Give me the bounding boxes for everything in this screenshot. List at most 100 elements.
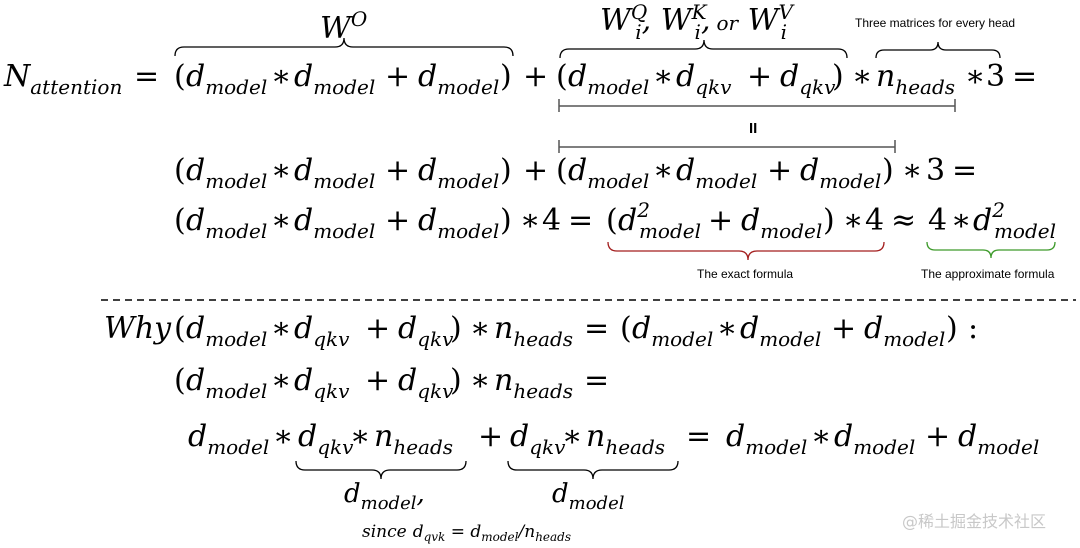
svg-text:∗: ∗ [271,203,291,238]
svg-text:+: + [831,311,856,346]
svg-text:dmodel: dmodel [418,203,499,243]
svg-text:dmodel: dmodel [418,153,499,193]
svg-text:dmodel: dmodel [632,311,713,351]
svg-text:=: = [568,203,593,238]
svg-text:Nattention: Nattention [3,59,122,99]
svg-text:∗: ∗ [852,59,872,94]
svg-text:dmodel: dmodel [186,311,267,351]
equation-row-6: dmodel ∗ dqkv ∗ nheads + dqkv ∗ nheads =… [188,419,1039,459]
svg-text:dmodel: dmodel [568,59,649,99]
svg-text:dmodel: dmodel [186,363,267,403]
svg-text:=: = [686,419,711,454]
svg-text:+: + [747,59,772,94]
svg-text:+: + [385,203,410,238]
svg-text:∗: ∗ [965,59,985,94]
svg-text:+: + [708,203,733,238]
svg-text:=: = [1012,59,1037,94]
right-underbrace [507,460,679,480]
svg-text:dqkv: dqkv [398,363,454,403]
svg-text:): ) [450,363,462,398]
svg-text:nheads: nheads [374,419,453,459]
svg-text:∗: ∗ [271,311,291,346]
svg-text:dmodel: dmodel [676,153,757,193]
svg-text:∗: ∗ [653,59,673,94]
svg-text:+: + [523,153,548,188]
svg-text:): ) [946,311,958,346]
svg-text:dmodel: dmodel [740,311,821,351]
bottom-bracket [558,140,896,153]
svg-text:dqkv: dqkv [510,419,566,459]
svg-text:Why: Why [104,311,172,346]
svg-text:(: ( [174,363,186,398]
left-underbrace [295,460,467,480]
svg-text:(: ( [174,153,186,188]
svg-text:3: 3 [986,59,1005,94]
svg-text:nheads: nheads [586,419,665,459]
svg-text:dmodel: dmodel [186,153,267,193]
svg-text:+: + [523,59,548,94]
svg-text:(: ( [606,203,618,238]
svg-text:): ) [500,59,512,94]
svg-text:dqkv: dqkv [298,419,354,459]
svg-text:∗: ∗ [520,203,540,238]
equation-row-1: Nattention = ( dmodel ∗ dmodel + dmodel … [3,59,1037,99]
svg-text:∗: ∗ [951,203,971,238]
svg-text:+: + [365,311,390,346]
svg-text:dmodel: dmodel [188,419,269,459]
approx-formula-brace [926,241,1056,259]
exact-formula-brace [607,241,885,261]
svg-text:dqkv: dqkv [676,59,732,99]
watermark: @稀土掘金技术社区 [902,512,1046,531]
why-row: Why ( dmodel ∗ dqkv + dqkv ) ∗ nheads = … [104,311,978,351]
svg-text:∗: ∗ [470,311,490,346]
svg-text:nheads: nheads [494,311,573,351]
svg-text:nheads: nheads [876,59,955,99]
svg-text:∗: ∗ [811,419,831,454]
svg-text:dqkv: dqkv [780,59,836,99]
svg-text:): ) [450,311,462,346]
svg-text:dmodel: dmodel [418,59,499,99]
svg-text:3: 3 [926,153,945,188]
svg-text:dmodel: dmodel [834,419,915,459]
svg-text:4: 4 [865,203,884,238]
svg-text:dmodel,: dmodel, [344,479,425,514]
svg-text:=: = [584,311,609,346]
svg-text:≈: ≈ [891,203,916,238]
wo-label: WO [320,7,367,46]
svg-text:dqkv: dqkv [398,311,454,351]
svg-text:dqkv: dqkv [294,363,350,403]
svg-text:+: + [385,153,410,188]
svg-text:WQi, WKi,or WVi: WQi, WKi,or WVi [600,0,795,44]
exact-formula-annotation: The exact formula [697,267,793,281]
svg-text:(: ( [556,153,568,188]
three-matrices-brace [875,41,1001,59]
svg-text:∗: ∗ [271,153,291,188]
svg-text:dmodel: dmodel [958,419,1039,459]
svg-text:dmodel: dmodel [800,153,881,193]
underbrace-labels: dmodel, dmodel [344,479,625,514]
svg-text::: : [968,311,978,346]
svg-text:∗: ∗ [843,203,863,238]
three-matrices-annotation: Three matrices for every head [855,16,1015,30]
approx-formula-annotation: The approximate formula [921,267,1055,281]
svg-text:dmodel: dmodel [568,153,649,193]
svg-text:(: ( [174,203,186,238]
svg-text:∗: ∗ [562,419,582,454]
svg-text:dmodel: dmodel [294,153,375,193]
svg-text:dmodel: dmodel [186,203,267,243]
svg-text:=: = [134,59,159,94]
svg-text:dmodel: dmodel [552,479,625,514]
svg-text:+: + [925,419,950,454]
svg-text:dqkv: dqkv [294,311,350,351]
svg-text:(: ( [620,311,632,346]
svg-text:dmodel: dmodel [864,311,945,351]
wo-brace [174,37,514,57]
svg-text:∗: ∗ [271,59,291,94]
svg-text:+: + [767,153,792,188]
svg-text:=: = [584,363,609,398]
